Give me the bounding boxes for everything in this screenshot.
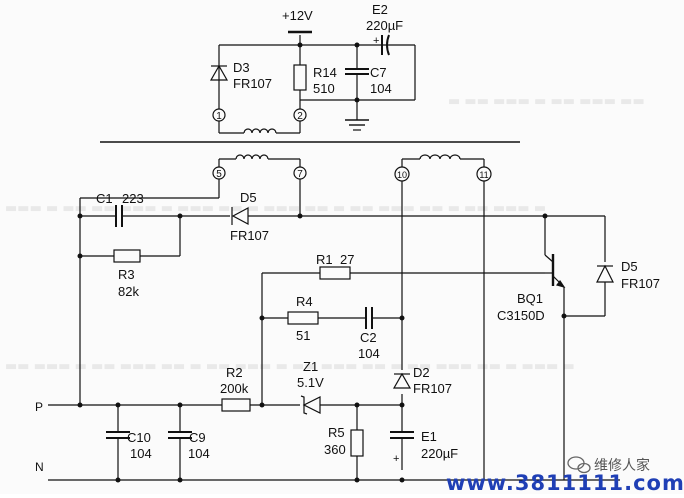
transistor-bq1 (545, 254, 566, 289)
e1-value: 220µF (421, 446, 458, 461)
capacitor-c7 (345, 68, 369, 75)
e2-ref: E2 (372, 2, 388, 17)
d5-left-value: FR107 (230, 228, 269, 243)
junction-dots (77, 42, 567, 483)
pin-1 (212, 108, 226, 122)
diode-d2 (392, 372, 412, 389)
c1-ref: C1 (96, 191, 113, 206)
d3-ref: D3 (233, 60, 250, 75)
e1-polarity: + (393, 453, 399, 465)
coil-5-7 (235, 154, 269, 160)
z1-ref: Z1 (303, 359, 318, 374)
pin-5-label: 5 (216, 169, 222, 180)
r5-ref: R5 (328, 425, 345, 440)
r14-value: 510 (313, 81, 335, 96)
coil-1-2 (243, 128, 277, 134)
e1-ref: E1 (421, 429, 437, 444)
wechat-icon (567, 456, 591, 474)
watermark-brand: 维修人家 (594, 457, 650, 474)
resistor-r1 (319, 266, 351, 280)
diode-d5-left (231, 207, 249, 225)
d5-right-value: FR107 (621, 276, 660, 291)
resistor-r3 (113, 249, 141, 263)
z1-value: 5.1V (297, 375, 324, 390)
c9-value: 104 (188, 446, 210, 461)
e2-value: 220µF (366, 18, 403, 33)
resistor-r14 (293, 64, 307, 91)
bq1-value: C3150D (497, 308, 545, 323)
c7-value: 104 (370, 81, 392, 96)
pin-7 (293, 166, 307, 180)
pin-2 (293, 108, 307, 122)
c2-ref: C2 (360, 330, 377, 345)
resistor-r4 (287, 311, 319, 325)
p-rail-label: P (35, 400, 43, 414)
e2-polarity: + (373, 35, 379, 47)
c1-value: 223 (122, 191, 144, 206)
r14-ref: R14 (313, 65, 337, 80)
pin-10 (394, 166, 410, 182)
d5-left-ref: D5 (240, 190, 257, 205)
supply-label: +12V (282, 8, 313, 23)
n-rail-label: N (35, 460, 44, 474)
diode-d3 (209, 64, 229, 81)
svg-text:▬▬▬ ▬ ▬▬ ▬▬ ▬▬▬ ▬ ▬▬▬ ▬▬ ▬ ▬▬▬: ▬▬▬ ▬ ▬▬ ▬▬ ▬▬▬ ▬ ▬▬▬ ▬▬ ▬ ▬▬▬ ▬▬ ▬ ▬▬ ▬… (5, 201, 546, 216)
c9-ref: C9 (189, 430, 206, 445)
svg-text:▬ ▬▬ ▬▬▬ ▬ ▬▬ ▬▬▬ ▬▬: ▬ ▬▬ ▬▬▬ ▬ ▬▬ ▬▬▬ ▬▬ (448, 94, 645, 109)
r4-value: 51 (296, 328, 310, 343)
svg-text:▬▬ ▬▬▬ ▬ ▬▬ ▬▬▬ ▬▬ ▬ ▬▬ ▬▬▬ ▬: ▬▬ ▬▬▬ ▬ ▬▬ ▬▬▬ ▬▬ ▬ ▬▬ ▬▬▬ ▬ ▬▬ ▬▬▬ ▬▬ … (5, 359, 575, 374)
d2-ref: D2 (413, 365, 430, 380)
wire (544, 254, 554, 263)
bq1-ref: BQ1 (517, 291, 543, 306)
pin-2-label: 2 (297, 111, 303, 122)
c10-ref: C10 (127, 430, 151, 445)
r3-ref: R3 (118, 267, 135, 282)
capacitor-e1 (390, 431, 414, 439)
ground-symbol (345, 119, 369, 131)
zener-z1 (300, 395, 321, 415)
capacitor-c2 (365, 307, 373, 329)
r3-value: 82k (118, 284, 139, 299)
pin-5 (212, 166, 226, 180)
r2-value: 200k (220, 381, 249, 396)
background-bleed: ▬ ▬▬ ▬▬▬ ▬ ▬▬ ▬▬▬ ▬▬ ▬▬▬ ▬ ▬▬ ▬▬ ▬▬▬ ▬ ▬… (5, 94, 645, 374)
r1-value: 27 (340, 252, 354, 267)
c10-value: 104 (130, 446, 152, 461)
pin-1-label: 1 (216, 111, 222, 122)
r1-ref: R1 (316, 252, 333, 267)
d2-value: FR107 (413, 381, 452, 396)
d3-value: FR107 (233, 76, 272, 91)
coil-10-11 (419, 154, 461, 160)
capacitor-e2 (381, 34, 390, 56)
capacitor-c9 (168, 431, 192, 439)
pin-11-label: 11 (479, 170, 488, 180)
resistor-r5 (350, 429, 364, 457)
capacitor-c10 (106, 431, 130, 439)
capacitor-c1 (115, 205, 123, 227)
resistor-r2 (221, 398, 251, 412)
pin-10-label: 10 (397, 170, 407, 180)
c7-ref: C7 (370, 65, 387, 80)
pin-7-label: 7 (297, 169, 303, 180)
r5-value: 360 (324, 442, 346, 457)
r2-ref: R2 (226, 365, 243, 380)
r4-ref: R4 (296, 294, 313, 309)
diode-d5-right (596, 264, 614, 283)
watermark: 维修人家 www.3811111.com (446, 456, 684, 495)
pin-11 (476, 166, 492, 182)
watermark-site: www.3811111.com (446, 471, 684, 494)
d5-right-ref: D5 (621, 259, 638, 274)
c2-value: 104 (358, 346, 380, 361)
